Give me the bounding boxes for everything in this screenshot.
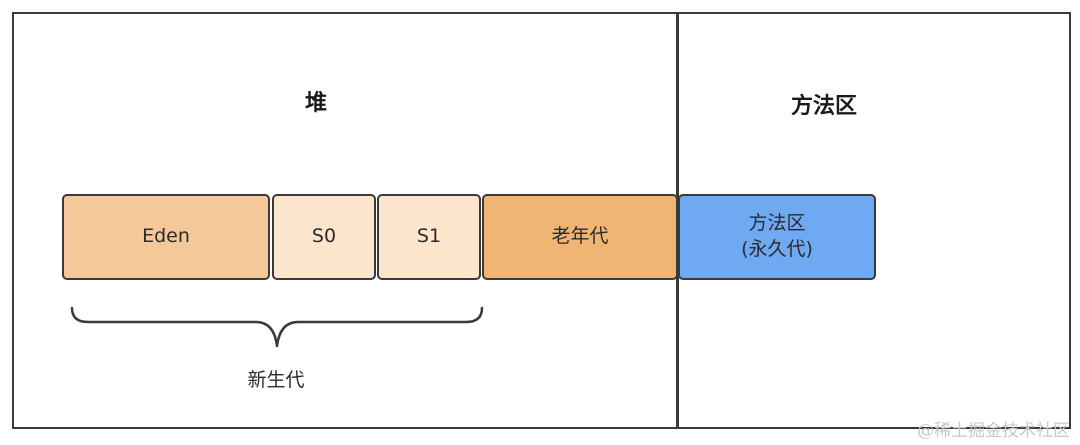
- method-area-box-label: 方法区: [748, 212, 806, 235]
- permanent-gen-label: (永久代): [741, 238, 813, 260]
- method-area-box: 方法区 (永久代): [678, 194, 876, 280]
- watermark: @稀土掘金技术社区: [917, 421, 1070, 441]
- young-gen-label: 新生代: [247, 369, 305, 391]
- old-gen-label: 老年代: [551, 225, 609, 248]
- heap-title: 堆: [304, 91, 327, 116]
- eden-box: Eden: [62, 194, 270, 280]
- old-gen-box: 老年代: [482, 194, 678, 280]
- method-area-title: 方法区: [790, 94, 857, 119]
- s1-box: S1: [377, 194, 481, 280]
- young-gen-brace: [70, 306, 484, 348]
- s0-label: S0: [311, 225, 337, 248]
- eden-label: Eden: [142, 225, 190, 248]
- s1-label: S1: [416, 225, 442, 248]
- s0-box: S0: [272, 194, 376, 280]
